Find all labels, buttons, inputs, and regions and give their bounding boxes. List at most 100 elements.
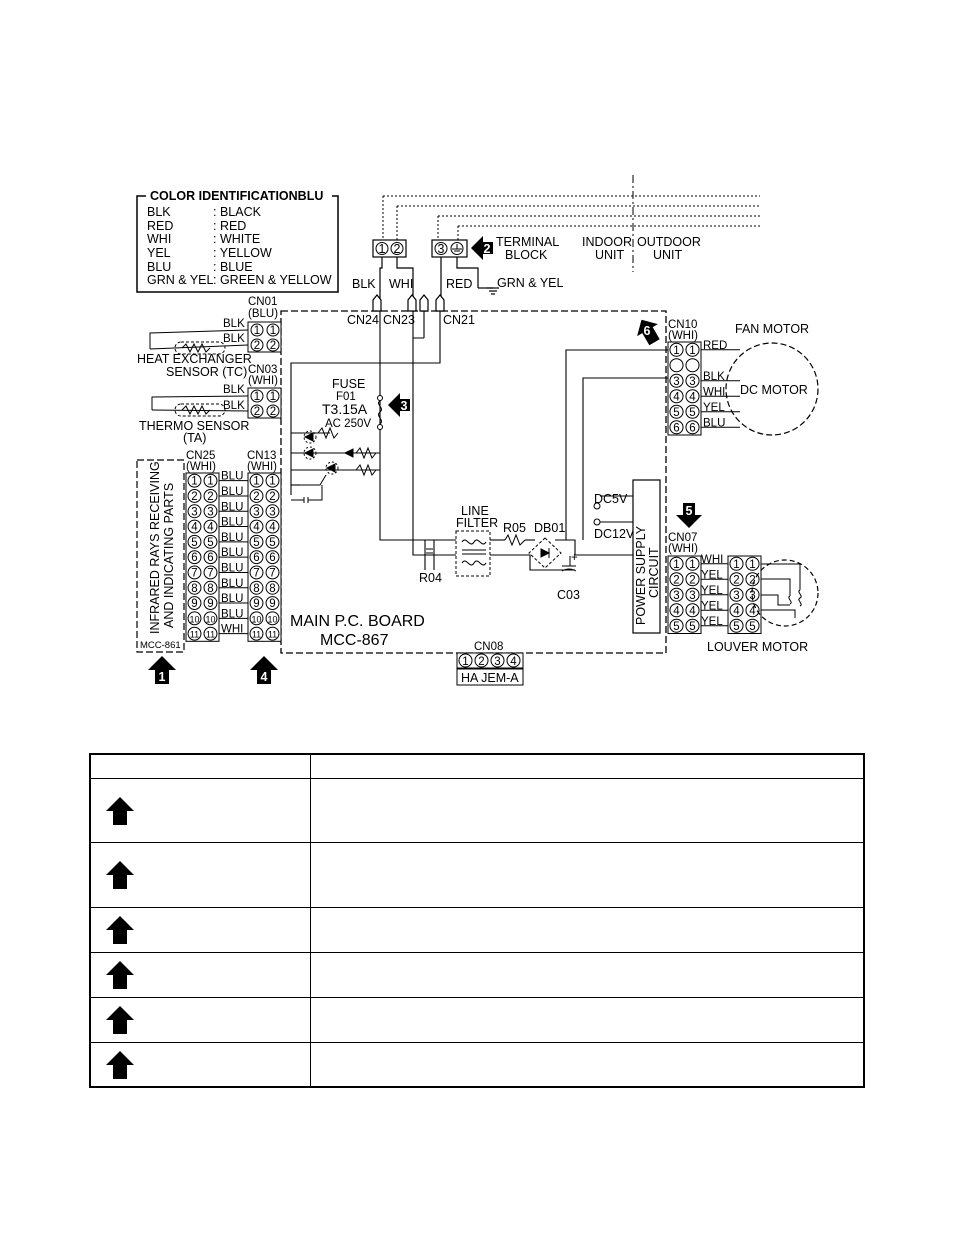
connector-pin (745, 603, 760, 618)
c03-label: C03 (557, 588, 580, 602)
ha-jem-box (456, 668, 524, 686)
connector-pin (669, 389, 684, 404)
pin-number: 10 (189, 614, 199, 624)
pin-number: 5 (673, 621, 679, 633)
connector-pin (729, 587, 744, 602)
svg-text:1: 1 (270, 391, 276, 403)
connector-pin (187, 519, 202, 534)
connector-pin (685, 572, 700, 587)
ir-wire-label: BLU (221, 532, 243, 544)
pin-number: 3 (494, 656, 500, 668)
connector-pin (685, 618, 700, 633)
wire-label-whi: WHI (389, 277, 413, 291)
pin-number: 10 (267, 614, 277, 624)
connector-pin (729, 603, 744, 618)
terminal-pin: 2 (394, 242, 401, 256)
connector-pin (685, 556, 700, 571)
pin-number: 5 (733, 621, 739, 633)
marker-number: 1 (159, 670, 166, 684)
connector-pin (249, 580, 264, 595)
pin-number: 9 (207, 598, 213, 610)
pin-number: 11 (190, 630, 199, 640)
cn08-label: CN08 (474, 641, 503, 653)
connector-pin (203, 565, 218, 580)
fuse-voltage: AC 250V (325, 418, 371, 430)
connector-pin (265, 596, 280, 610)
table-header-row (89, 753, 865, 779)
connector-pin (729, 572, 744, 587)
connector-pin (669, 572, 684, 587)
connector-pin (187, 626, 202, 641)
infrared-parts-box (136, 459, 185, 653)
line-filter: LINE FILTER (455, 504, 498, 577)
pin-number: 1 (269, 476, 275, 488)
pin-number: 10 (205, 614, 215, 624)
pin-number: 4 (673, 391, 680, 403)
connector-pin (249, 626, 264, 641)
pin-number: 5 (749, 621, 755, 633)
legend-name: : YELLOW (213, 246, 272, 260)
connector-pin (669, 404, 684, 419)
pin-number: 4 (673, 605, 680, 617)
louver-coils (761, 563, 802, 618)
fan-wire-label: YEL (703, 402, 725, 414)
pin-number: 4 (510, 656, 517, 668)
pin-number: 8 (191, 583, 197, 595)
svg-text:1: 1 (254, 325, 260, 337)
table-row (89, 1041, 865, 1088)
c03-polarity: + (571, 552, 578, 564)
pin-number: 2 (673, 574, 679, 586)
fan-motor-inner: DC MOTOR (740, 383, 808, 397)
pin-number: 6 (253, 552, 259, 564)
ta-wire-label: BLK (223, 400, 245, 412)
connector-pin (265, 626, 280, 641)
fuse-id: F01 (336, 391, 356, 403)
pin-number: 3 (673, 590, 679, 602)
table-row (89, 841, 865, 908)
marker-5-arrow: 5 (676, 503, 702, 528)
connector-pin (745, 556, 760, 571)
outdoor-wiring (382, 175, 760, 272)
connector-pin (265, 580, 280, 595)
main-board-outline (280, 310, 667, 654)
board-wiring (290, 311, 668, 571)
pin-number: 1 (462, 656, 468, 668)
pin-number: 1 (207, 476, 213, 488)
legend-code: BLK (147, 205, 171, 219)
legend-name: : GREEN & YELLOW (213, 273, 332, 287)
legend-code: YEL (147, 246, 171, 260)
wire-label-blk: BLK (352, 277, 376, 291)
svg-text:2: 2 (254, 406, 260, 418)
marker-number: 6 (644, 324, 651, 338)
connector-pin (187, 580, 202, 595)
table-row (89, 996, 865, 1043)
capacitor-x (426, 548, 433, 554)
connector-pin (265, 565, 280, 580)
connector-pin (729, 618, 744, 633)
fuse-label: FUSE (332, 377, 365, 391)
connector-pin (669, 342, 684, 357)
table-description-cell (310, 841, 865, 908)
ir-wire-label: BLU (221, 578, 243, 590)
legend-name: : BLUE (213, 260, 253, 274)
connector-pin (187, 611, 202, 626)
cn01-color: (BLU) (248, 308, 278, 320)
terminal-label: TERMINAL (496, 235, 559, 249)
pin-number: 2 (733, 574, 739, 586)
pin-number: 1 (191, 476, 197, 488)
connector-pin (458, 653, 473, 668)
marker-number: 4 (261, 670, 268, 684)
dc12v-terminal (593, 518, 601, 526)
pin-number: 3 (689, 590, 695, 602)
r05-resistor (504, 533, 526, 547)
connector-pin (685, 587, 700, 602)
connector-pin (187, 534, 202, 549)
ta-wire-label: BLK (223, 384, 245, 396)
pin-number: 5 (689, 407, 695, 419)
table-marker-cell (89, 951, 312, 998)
connector-pin (187, 489, 202, 503)
cn03-color: (WHI) (248, 375, 278, 387)
connector-pin (265, 550, 280, 565)
